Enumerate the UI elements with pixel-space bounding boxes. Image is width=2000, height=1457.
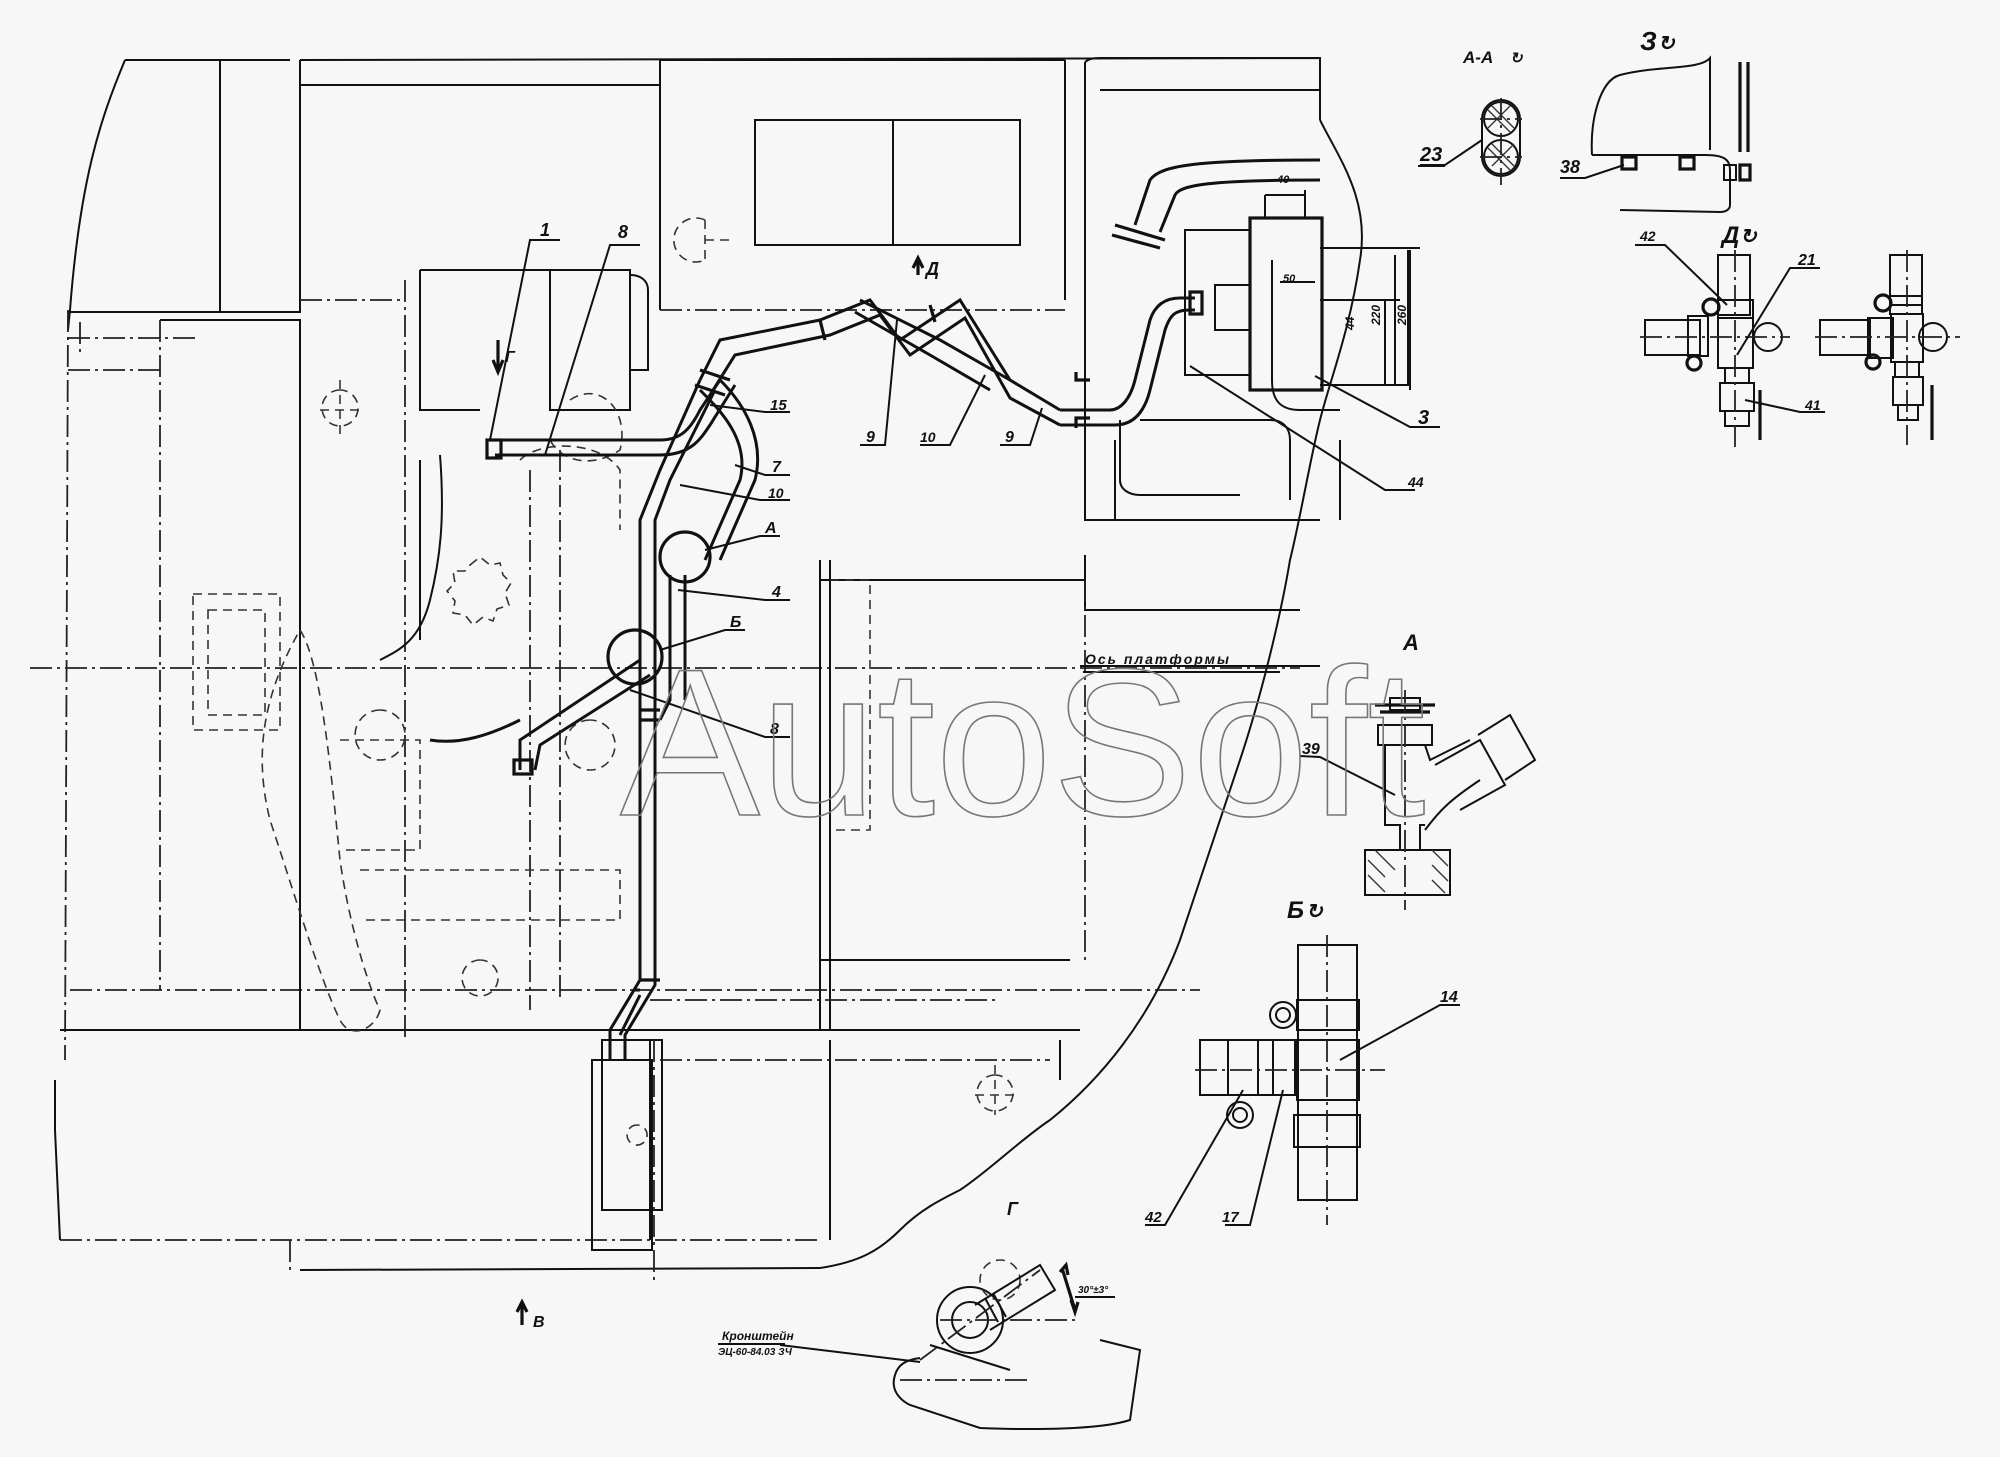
view-letter-d: Д: [924, 259, 939, 279]
label-part-9-right: 9: [1005, 429, 1014, 446]
label-part-10-mid: 10: [920, 429, 936, 445]
view-letter-v: В: [533, 1314, 545, 1331]
label-part-1: 1: [540, 220, 550, 240]
label-part-42-d: 42: [1639, 228, 1656, 244]
pipe-routing: [485, 158, 1321, 1060]
detail-callout-circles: [606, 530, 712, 686]
bracket-note-title: Кронштейн: [722, 1329, 794, 1343]
rotate-icon: ↻: [1510, 50, 1523, 67]
label-part-39: 39: [1302, 741, 1320, 758]
view-title-z: З: [1640, 26, 1657, 56]
platform-outline: [54, 56, 1363, 1271]
label-part-14: 14: [1440, 989, 1458, 1006]
dim-44: 44: [1343, 316, 1357, 331]
label-part-15: 15: [770, 397, 787, 414]
label-part-3: 3: [1418, 407, 1429, 429]
view-arrow-d: [911, 254, 925, 275]
platform-axis-label: Ось платформы: [1085, 651, 1231, 667]
view-z: [1560, 55, 1752, 214]
dim-40: 40: [1276, 174, 1290, 186]
view-d: [1635, 244, 1960, 450]
view-arrow-g: [491, 340, 505, 377]
label-part-4: 4: [771, 584, 781, 601]
view-title-g: Г: [1007, 1199, 1019, 1219]
inner-structures: [30, 119, 1341, 1280]
dim-50: 50: [1283, 273, 1296, 285]
rotate-icon: ↻: [1740, 226, 1758, 248]
detail-b-circle: [606, 628, 664, 686]
dim-220: 220: [1369, 305, 1383, 326]
angle-note: 30°±3°: [1078, 1285, 1109, 1296]
part-3-reservoir: [1184, 190, 1420, 411]
view-a: [1299, 690, 1537, 910]
label-part-38: 38: [1560, 157, 1580, 177]
label-part-23: 23: [1419, 144, 1442, 166]
view-b: [1145, 935, 1460, 1226]
view-g: [779, 1259, 1142, 1431]
label-part-8-top: 8: [618, 222, 628, 242]
view-title-d: Д: [1720, 222, 1739, 249]
detail-a-circle: [658, 530, 712, 584]
dimension-lines: [1280, 250, 1409, 385]
view-title-b: Б: [1287, 897, 1304, 924]
bracket-note-code: ЭЦ-60-84.03 ЗЧ: [718, 1347, 793, 1358]
labels: 1 8 15 7 10 А 4 Б 8 9 10 9 3 44 23 38 42…: [505, 26, 1821, 1358]
label-part-42-b: 42: [1144, 1209, 1162, 1226]
view-arrow-v: [515, 1298, 529, 1325]
label-part-8-bottom: 8: [770, 721, 779, 738]
label-part-7: 7: [772, 459, 782, 476]
label-underlines: [530, 165, 1825, 1345]
view-title-aa: А-А: [1462, 48, 1493, 67]
label-part-10-left: 10: [768, 485, 784, 501]
watermark-text: AutoSoft: [620, 625, 1426, 860]
view-title-a: А: [1402, 630, 1419, 655]
label-part-9-left: 9: [866, 429, 875, 446]
view-arrows: [491, 254, 1090, 1325]
view-letter-g: Г: [505, 349, 516, 366]
label-detail-a: А: [764, 520, 777, 537]
label-part-21: 21: [1797, 252, 1816, 269]
rotate-icon: ↻: [1658, 33, 1676, 55]
dim-260: 260: [1395, 305, 1409, 326]
label-detail-b: Б: [730, 614, 741, 631]
label-part-17: 17: [1222, 1209, 1239, 1226]
rotate-icon: ↻: [1306, 901, 1324, 923]
part-1-fitting: [485, 438, 503, 460]
view-aa: [1420, 98, 1522, 185]
label-part-44: 44: [1407, 474, 1424, 490]
label-part-41: 41: [1804, 397, 1821, 413]
